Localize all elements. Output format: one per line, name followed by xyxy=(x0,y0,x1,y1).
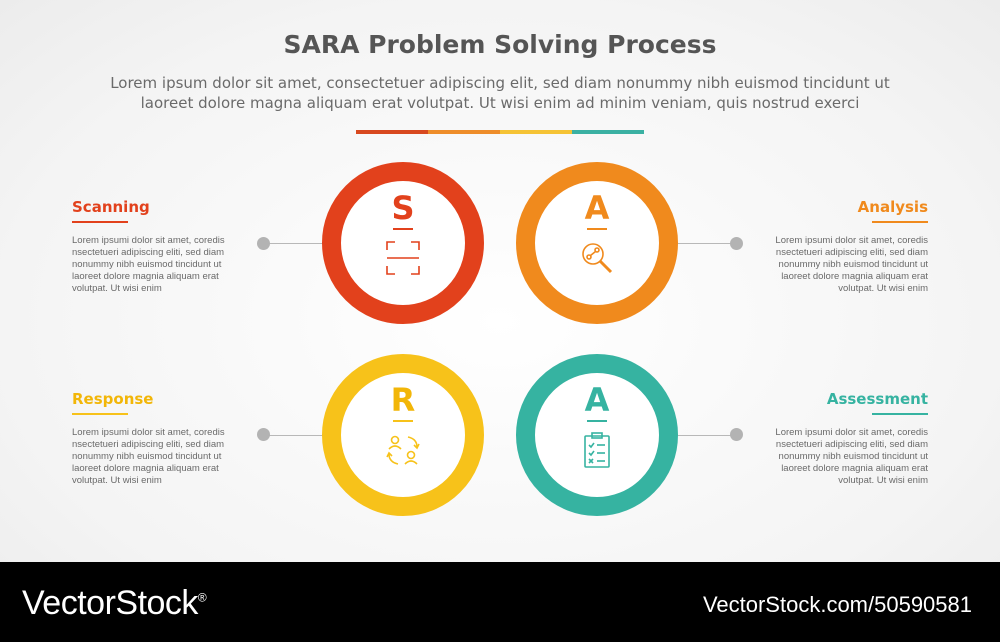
connector-line-response xyxy=(268,435,323,436)
letter-underline xyxy=(393,420,413,422)
connector-dot-analysis xyxy=(730,237,743,250)
step-letter: S xyxy=(391,189,415,227)
step-label-response: Response xyxy=(72,390,154,408)
color-bar-orange xyxy=(428,130,500,134)
footer-bar: VectorStock® VectorStock.com/50590581 xyxy=(0,562,1000,642)
step-circle-analysis: A xyxy=(516,162,678,324)
magnifier-analysis-icon xyxy=(582,243,613,274)
connector-dot-assessment xyxy=(730,428,743,441)
subtitle-line: Lorem ipsum dolor sit amet, consectetuer… xyxy=(110,74,890,92)
page-title: SARA Problem Solving Process xyxy=(283,30,717,59)
step-letter: A xyxy=(584,189,610,227)
connector-line-assessment xyxy=(678,435,736,436)
letter-underline xyxy=(587,228,607,230)
step-description-response: Lorem ipsumi dolor sit amet, coredis nse… xyxy=(72,427,225,486)
scan-frame-icon xyxy=(386,241,420,275)
label-underline-assessment xyxy=(872,413,928,415)
page-subtitle: Lorem ipsum dolor sit amet, consectetuer… xyxy=(50,73,950,113)
label-underline-scanning xyxy=(72,221,128,223)
connector-line-scanning xyxy=(268,243,323,244)
label-underline-response xyxy=(72,413,128,415)
step-circle-assessment: A xyxy=(516,354,678,516)
vectorstock-logo: VectorStock® xyxy=(22,584,207,622)
step-description-assessment: Lorem ipsumi dolor sit amet, coredis nse… xyxy=(775,427,928,486)
footer-url: VectorStock.com/50590581 xyxy=(702,592,972,617)
color-bar-teal xyxy=(572,130,644,134)
people-cycle-icon xyxy=(386,435,420,465)
step-circle-response: R xyxy=(322,354,484,516)
step-description-scanning: Lorem ipsumi dolor sit amet, coredis nse… xyxy=(72,235,225,294)
title-color-bar xyxy=(356,130,644,134)
connector-line-analysis xyxy=(678,243,736,244)
subtitle-line: laoreet dolore magna aliquam erat volutp… xyxy=(140,94,860,112)
letter-underline xyxy=(587,420,607,422)
step-label-analysis: Analysis xyxy=(857,198,928,216)
registered-mark: ® xyxy=(197,590,207,605)
letter-underline xyxy=(393,228,413,230)
connector-dot-response xyxy=(257,428,270,441)
step-label-assessment: Assessment xyxy=(826,390,928,408)
color-bar-yellow xyxy=(500,130,572,134)
step-letter: R xyxy=(390,381,416,419)
step-label-scanning: Scanning xyxy=(72,198,150,216)
color-bar-red xyxy=(356,130,428,134)
connector-dot-scanning xyxy=(257,237,270,250)
step-circle-scanning: S xyxy=(322,162,484,324)
label-underline-analysis xyxy=(872,221,928,223)
step-description-analysis: Lorem ipsumi dolor sit amet, coredis nse… xyxy=(775,235,928,294)
clipboard-checklist-icon xyxy=(584,432,610,468)
step-letter: A xyxy=(584,381,610,419)
